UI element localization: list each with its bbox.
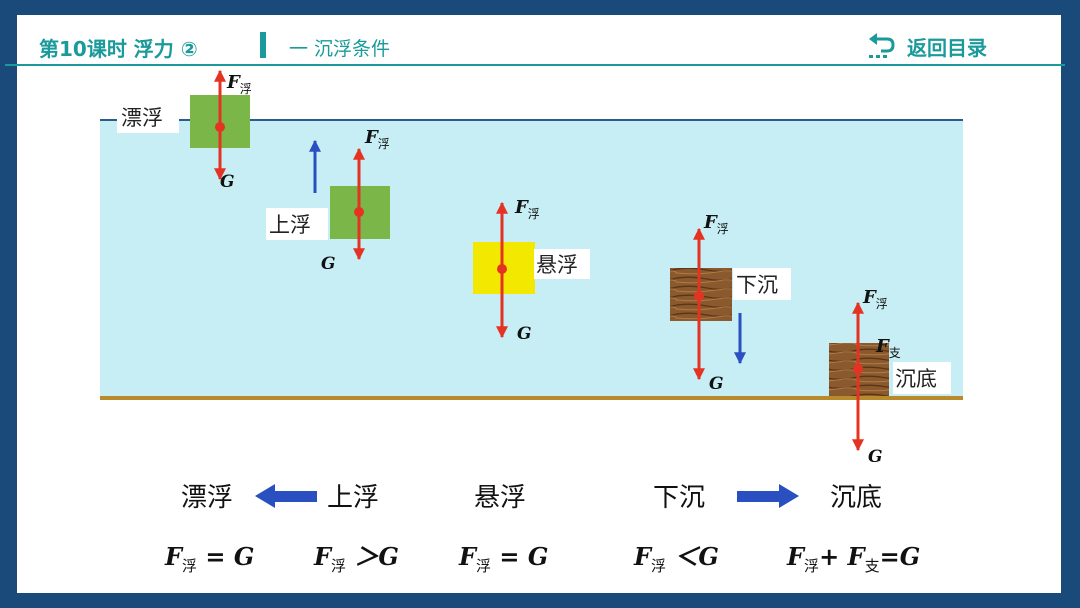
label-bg xyxy=(117,101,179,133)
state-label-rising: 上浮 xyxy=(269,213,311,237)
summary-conditions: F浮 = G F浮 ＞G F浮 = G F浮 ＜G F浮+ F支=G xyxy=(164,542,920,575)
state-label-floating: 漂浮 xyxy=(121,106,163,130)
summary-label-rising: 上浮 xyxy=(327,483,379,513)
right-process-arrow xyxy=(737,484,799,508)
force-g-label: G xyxy=(709,374,724,394)
back-label: 返回目录 xyxy=(907,35,987,60)
force-f-label: F浮 xyxy=(226,72,252,96)
label-bg xyxy=(266,208,328,240)
title-divider xyxy=(260,32,266,58)
summary-label-sinking: 下沉 xyxy=(653,483,705,513)
sunk-object: 沉底 F浮 F支 G xyxy=(829,287,951,467)
lesson-title: 第10课时 浮力 ② xyxy=(39,37,198,61)
state-label-sinking: 下沉 xyxy=(736,273,778,297)
header-rule xyxy=(5,64,1065,66)
center-point xyxy=(497,264,507,274)
header: 第10课时 浮力 ② 一 沉浮条件 返回目录 xyxy=(5,15,1065,67)
summary-label-suspended: 悬浮 xyxy=(474,483,526,513)
label-bg xyxy=(534,249,590,279)
condition-floating: F浮 = G xyxy=(164,542,254,575)
center-point xyxy=(215,122,225,132)
center-point xyxy=(354,207,364,217)
condition-rising: F浮 ＞G xyxy=(313,542,399,575)
rising-object: 上浮 F浮 G xyxy=(266,127,390,274)
summary-label-floating: 漂浮 xyxy=(181,483,233,513)
force-g-label: G xyxy=(321,254,336,274)
floating-object: 漂浮 F浮 G xyxy=(117,69,252,192)
center-point xyxy=(694,291,704,301)
condition-sinking: F浮 ＜G xyxy=(633,542,719,575)
condition-sunk: F浮+ F支=G xyxy=(786,542,920,575)
center-point xyxy=(853,364,863,374)
state-label-suspended: 悬浮 xyxy=(536,253,578,277)
force-g-label: G xyxy=(517,324,532,344)
force-f-label: F浮 xyxy=(514,197,540,221)
buoyancy-diagram: 漂浮 F浮 G 上浮 F浮 G 悬浮 F浮 G xyxy=(100,69,963,575)
state-label-sunk: 沉底 xyxy=(895,367,937,391)
force-support-label: F支 xyxy=(875,336,901,360)
sinking-object: 下沉 F浮 G xyxy=(670,212,791,394)
slide: 第10课时 浮力 ② 一 沉浮条件 返回目录 xyxy=(5,15,1065,593)
label-bg xyxy=(893,362,951,394)
force-f-label: F浮 xyxy=(862,287,888,311)
force-f-label: F浮 xyxy=(703,212,729,236)
force-g-label: G xyxy=(868,447,883,467)
force-g-label: G xyxy=(220,172,235,192)
left-process-arrow xyxy=(255,484,317,508)
summary-labels: 漂浮 上浮 悬浮 下沉 沉底 xyxy=(181,483,882,513)
section-title: 一 沉浮条件 xyxy=(289,38,391,60)
summary-label-sunk: 沉底 xyxy=(830,483,882,513)
label-bg xyxy=(733,268,791,300)
return-icon xyxy=(869,33,895,58)
condition-suspended: F浮 = G xyxy=(458,542,548,575)
force-f-label: F浮 xyxy=(364,127,390,151)
suspended-object: 悬浮 F浮 G xyxy=(473,197,590,344)
back-to-contents-button[interactable]: 返回目录 xyxy=(867,29,987,63)
